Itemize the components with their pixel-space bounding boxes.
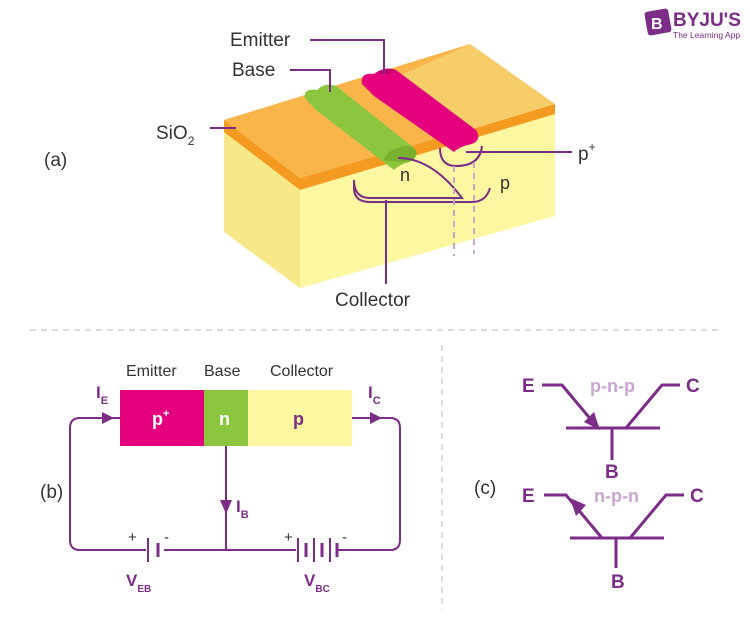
veb-plus: + bbox=[128, 529, 137, 546]
base-label: Base bbox=[232, 60, 275, 81]
block-top-face-right bbox=[390, 44, 555, 130]
pnp-type-label: p-n-p bbox=[590, 376, 635, 396]
collector-label: Collector bbox=[335, 290, 411, 311]
base-contact-body bbox=[304, 84, 417, 170]
panel-c-tag: (c) bbox=[474, 478, 496, 499]
base-segment-label: n bbox=[219, 409, 230, 429]
npn-c-label: C bbox=[690, 486, 704, 507]
collector-header: Collector bbox=[270, 363, 334, 380]
ie-arrow-icon bbox=[102, 412, 114, 424]
emitter-label: Emitter bbox=[230, 30, 291, 51]
ic-arrow-icon bbox=[370, 412, 382, 424]
logo-brand: BYJU'S bbox=[673, 10, 741, 31]
emitter-segment bbox=[120, 390, 204, 446]
vbc-label: VBC bbox=[304, 571, 330, 595]
collector-segment-label: p bbox=[293, 409, 304, 429]
veb-minus: - bbox=[164, 529, 169, 546]
npn-emitter-arrow-icon bbox=[570, 498, 586, 516]
panel-a: (a) n p Emitter Base Si bbox=[44, 30, 596, 311]
emitter-wire bbox=[69, 417, 150, 551]
n-region-outline bbox=[353, 157, 465, 199]
byjus-logo: B BYJU'S The Learning App bbox=[644, 8, 741, 40]
emitter-contact bbox=[361, 68, 479, 152]
ie-label: IE bbox=[96, 383, 108, 407]
npn-collector-lead bbox=[628, 493, 684, 539]
vbc-minus: - bbox=[342, 529, 347, 546]
pnp-emitter-lead bbox=[542, 383, 600, 429]
pnp-c-label: C bbox=[686, 376, 700, 397]
vbc-plus: + bbox=[284, 529, 293, 546]
npn-emitter-lead bbox=[544, 493, 604, 539]
pnp-e-label: E bbox=[522, 376, 535, 397]
p-plus-label: p+ bbox=[578, 140, 596, 165]
emitter-header: Emitter bbox=[126, 363, 177, 380]
npn-type-label: n-p-n bbox=[594, 486, 639, 506]
veb-label: VEB bbox=[126, 571, 151, 595]
npn-symbol: E C B n-p-n bbox=[522, 486, 704, 593]
panel-a-tag: (a) bbox=[44, 150, 67, 171]
logo-badge-letter: B bbox=[651, 16, 663, 33]
sio2-label: SiO2 bbox=[156, 123, 195, 148]
collector-segment bbox=[248, 390, 352, 446]
p-region-label: p bbox=[500, 173, 510, 193]
block-front-face bbox=[300, 112, 555, 288]
logo-tagline: The Learning App bbox=[673, 30, 740, 40]
collector-bracket bbox=[353, 180, 491, 203]
block-left-face bbox=[224, 128, 300, 288]
collector-wire bbox=[336, 417, 401, 551]
pnp-collector-lead bbox=[624, 383, 680, 429]
npn-e-label: E bbox=[522, 486, 535, 507]
panel-b-tag: (b) bbox=[40, 482, 63, 503]
n-region-label: n bbox=[400, 165, 410, 185]
ic-label: IC bbox=[368, 383, 381, 407]
base-segment bbox=[204, 390, 248, 446]
emitter-contact-top bbox=[376, 68, 396, 74]
emitter-segment-label: p+ bbox=[152, 408, 169, 429]
npn-b-label: B bbox=[611, 572, 625, 593]
ib-label: IB bbox=[236, 497, 249, 521]
logo-badge-icon bbox=[644, 8, 672, 36]
pnp-symbol: E C B p-n-p bbox=[522, 376, 700, 483]
p-plus-region-outline bbox=[439, 145, 483, 168]
pnp-emitter-arrow-icon bbox=[584, 412, 600, 430]
base-header: Base bbox=[204, 363, 241, 380]
base-leader bbox=[290, 69, 331, 92]
vbc-gap bbox=[296, 538, 338, 562]
pnp-b-label: B bbox=[605, 462, 619, 483]
emitter-leader bbox=[310, 39, 385, 74]
ib-arrow-icon bbox=[220, 500, 232, 514]
panel-c: (c) E C B p-n-p E C B n-p-n bbox=[474, 376, 704, 593]
panel-b: (b) Emitter Base Collector p+ n p IE IC … bbox=[40, 363, 401, 595]
